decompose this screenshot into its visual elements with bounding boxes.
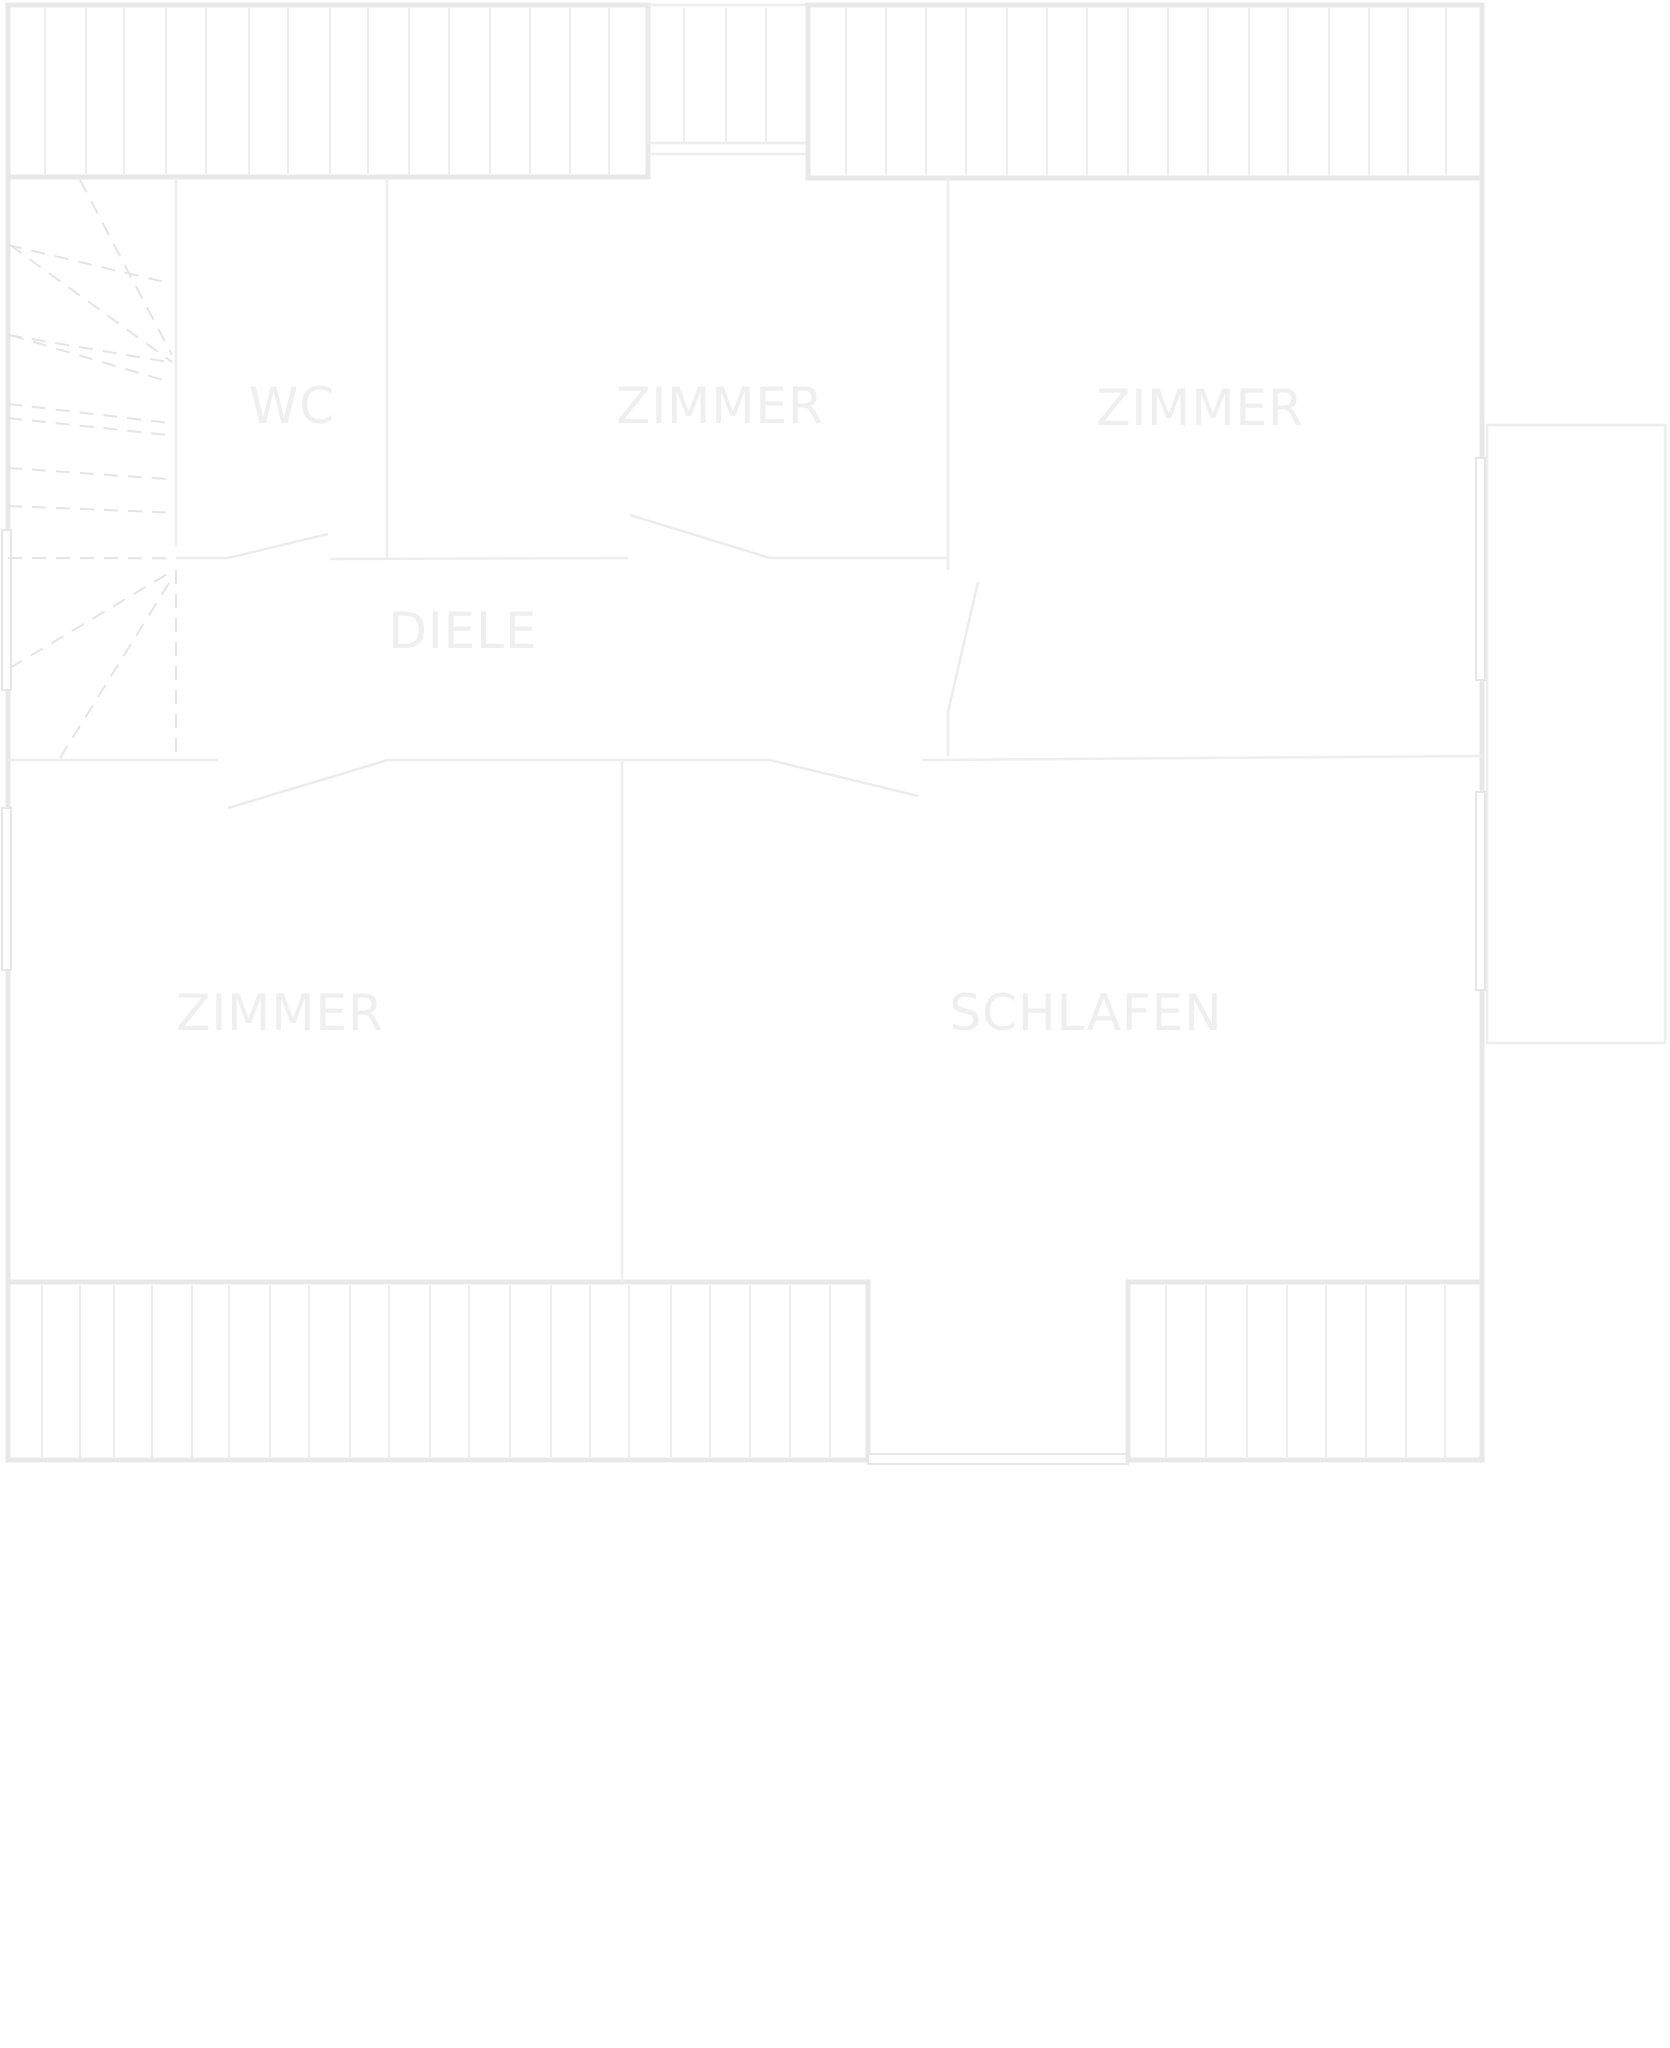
room-label-schlafen: SCHLAFEN (949, 984, 1222, 1042)
staircase (7, 179, 177, 760)
stair-tread (9, 244, 173, 363)
roof-band-bottom-left (5, 1279, 871, 1463)
stair-tread (7, 505, 169, 514)
stair-tread (9, 334, 171, 383)
roof-band-top-middle (647, 3, 809, 156)
stair-tread (7, 417, 169, 437)
room-label-zimmer-top-middle: ZIMMER (616, 377, 824, 435)
stair-tread (9, 569, 175, 669)
interior-walls (8, 178, 1483, 1282)
dormer-bottom-middle (867, 1453, 1129, 1465)
room-label-zimmer-bottom-left: ZIMMER (176, 984, 384, 1042)
windows (1, 457, 1486, 991)
stair-tread (7, 467, 169, 481)
roof-band-top-right (805, 2, 1485, 181)
room-label-zimmer-top-right: ZIMMER (1096, 379, 1304, 437)
roof-band-bottom-right (1125, 1279, 1485, 1463)
stair-tread (7, 244, 169, 284)
room-label-diele: DIELE (388, 602, 537, 660)
stair-tread (7, 334, 169, 363)
stair-tread (59, 574, 175, 759)
doors (227, 513, 980, 810)
stair-tread (79, 179, 173, 356)
outer-walls (5, 174, 1485, 1285)
roof-band-top-left (5, 2, 651, 180)
balcony (1485, 423, 1667, 1045)
stair-tread (7, 403, 169, 424)
room-label-wc: WC (249, 377, 335, 435)
